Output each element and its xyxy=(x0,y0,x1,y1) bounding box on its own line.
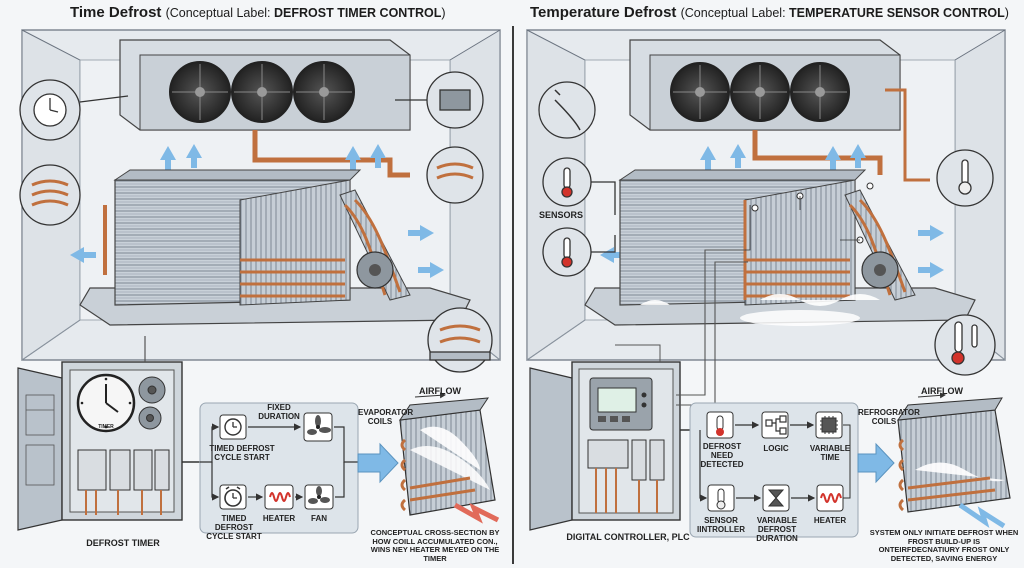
timer-brand-label: TIMER xyxy=(98,424,114,430)
thermometer-icon-1 xyxy=(561,167,573,198)
left-fan-label: FAN xyxy=(311,514,327,523)
variable-time-label: VARIABLE TIME xyxy=(809,444,851,463)
right-air-arrow xyxy=(958,502,1006,529)
alarm-clock-icon xyxy=(224,486,242,507)
right-fan-icon xyxy=(670,62,850,122)
right-title: Temperature Defrost (Conceptual Label: T… xyxy=(530,4,1009,21)
sensor-icon xyxy=(716,488,726,510)
thermometer-flow-icon xyxy=(716,415,724,436)
left-airflow-label: AIRFLOW xyxy=(419,386,461,396)
right-controller-label: DIGITAL CONTROLLER, PLC xyxy=(566,532,690,542)
timer-clock-icon xyxy=(76,373,136,433)
left-coils-label: EVAPORATOR COILS xyxy=(358,408,414,427)
sensor-controller-label: SENSOR IINTROLLER xyxy=(697,516,745,535)
left-relays xyxy=(77,449,170,515)
left-callouts xyxy=(19,71,493,373)
hourglass-icon xyxy=(767,489,785,507)
fixed-duration-label: FIXED DURATION xyxy=(258,403,300,422)
right-plc-cabinet xyxy=(529,249,748,531)
right-subtitle: (Conceptual Label: TEMPERATURE SENSOR CO… xyxy=(680,6,1009,20)
right-ceiling-unit xyxy=(629,39,930,182)
right-coils-label: REFROGRATOR COILS xyxy=(858,408,920,427)
center-divider xyxy=(512,26,514,564)
fan-icon-1 xyxy=(307,415,331,435)
left-heater-label: HEATER xyxy=(262,514,296,523)
left-coil-block xyxy=(103,169,411,306)
right-heater-label: HEATER xyxy=(813,516,847,525)
left-flow-panel xyxy=(199,402,359,534)
right-title-main: Temperature Defrost xyxy=(530,4,677,21)
left-fan-icon xyxy=(169,61,355,123)
right-coil-cutaway xyxy=(896,392,1011,529)
fan-icon-2 xyxy=(308,486,330,504)
heater-icon-right xyxy=(820,493,842,503)
variable-duration-label: VARIABLE DEFROST DURATION xyxy=(756,516,798,544)
left-cycle-start-label-2: TIMED DEFROST CYCLE START xyxy=(206,514,262,542)
plc-display xyxy=(589,377,653,431)
thermometer-icon-4 xyxy=(951,321,978,365)
clock-icon xyxy=(224,418,242,436)
gear-icon xyxy=(138,376,166,430)
left-timer-cabinet xyxy=(17,336,183,531)
heater-icon-left xyxy=(269,492,291,502)
right-coil-block xyxy=(618,169,916,326)
chip-icon xyxy=(820,416,838,434)
left-coil-caption: CONCEPTUAL CROSS-SECTION BY HOW COILL AC… xyxy=(370,528,500,563)
left-title-main: Time Defrost xyxy=(70,4,162,21)
left-cycle-start-label-1: TIMED DEFROST CYCLE START xyxy=(209,444,275,463)
left-output-arrow xyxy=(357,442,399,484)
need-detected-label: DEFROST NEED DETECTED xyxy=(700,442,744,470)
logic-label: LOGIC xyxy=(763,444,789,453)
left-coil-cutaway xyxy=(398,392,500,524)
left-ceiling-unit xyxy=(119,39,411,178)
left-heat-arrow xyxy=(453,502,500,524)
right-output-arrow xyxy=(857,442,895,484)
left-controller-label: DEFROST TIMER xyxy=(86,538,160,548)
right-callouts xyxy=(538,81,996,376)
left-title: Time Defrost (Conceptual Label: DEFROST … xyxy=(70,4,446,21)
thermometer-icon-3 xyxy=(958,159,972,195)
sensors-label: SENSORS xyxy=(538,210,583,220)
right-coil-caption: SYSTEM ONLY INITIATE DEFROST WHEN FROST … xyxy=(869,528,1019,563)
right-flow-panel xyxy=(689,402,859,538)
left-subtitle: (Conceptual Label: DEFROST TIMER CONTROL… xyxy=(165,6,446,20)
right-airflow-label: AIRFLOW xyxy=(921,386,963,396)
logic-icon xyxy=(765,415,787,435)
thermometer-icon-2 xyxy=(561,237,573,268)
